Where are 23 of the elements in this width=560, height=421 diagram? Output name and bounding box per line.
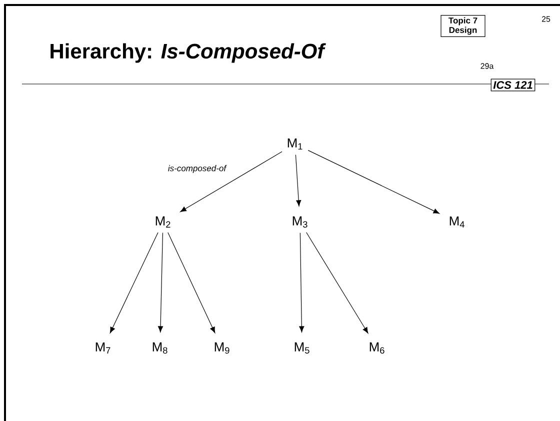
module-label: M$_{8}$	[152, 342, 168, 354]
page-number: 25	[542, 16, 550, 22]
arrow	[295, 154, 302, 206]
arrow	[158, 232, 164, 332]
arrow	[110, 232, 158, 334]
arrow	[180, 151, 282, 212]
arrow	[299, 232, 304, 332]
module-label: M$_{9}$	[214, 342, 230, 354]
edge-label: is-composed-of	[166, 164, 228, 174]
module-label: M$_{7}$	[96, 342, 110, 354]
module-label: M$_{4}$	[450, 216, 464, 228]
module-label: M$_{5}$	[294, 342, 310, 354]
topic-box: Topic 7 Design	[440, 14, 486, 38]
arrow	[168, 232, 216, 334]
module-label: M$_{1}$	[288, 138, 302, 150]
course-box: ICS 121	[490, 78, 536, 92]
arrow	[308, 150, 440, 214]
module-label: M$_{2}$	[156, 216, 170, 228]
slide-number: 29a	[480, 63, 494, 69]
module-label: M$_{6}$	[370, 342, 384, 354]
slide-title: Hierarchy: Is-Composed-Of	[50, 43, 326, 63]
arrow	[306, 232, 368, 334]
module-label: M$_{3}$	[292, 216, 308, 228]
